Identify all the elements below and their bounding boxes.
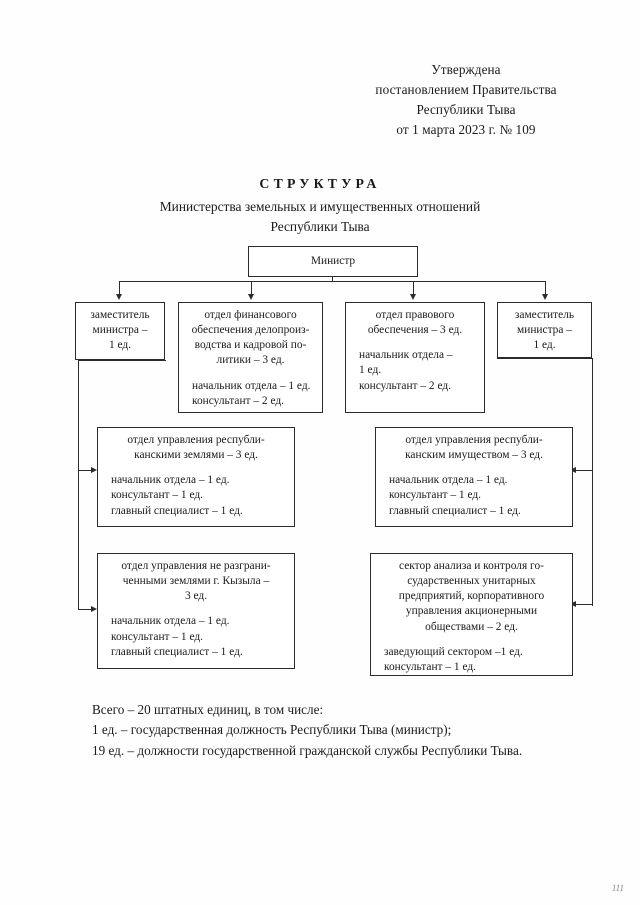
legal-head-2: обеспечения – 3 ед. <box>367 324 463 337</box>
arrow-down-icon <box>115 294 122 300</box>
arrow-right-icon <box>91 466 97 473</box>
connector-drop-legal <box>413 281 415 295</box>
lands-role-3: главный специалист – 1 ед. <box>111 504 243 517</box>
legal-role-3: консультант – 2 ед. <box>359 379 452 392</box>
node-legal-department: отдел правового обеспечения – 3 ед. нача… <box>345 302 485 413</box>
connector-left-foot <box>78 360 166 362</box>
kyzyl-role-2: консультант – 1 ед. <box>111 630 204 643</box>
sector-head-2: сударственных унитарных <box>407 575 536 588</box>
title-sub-line-2: Республики Тыва <box>270 219 370 235</box>
connector-left-rail <box>78 360 80 610</box>
deputy-left-line-3: 1 ед. <box>108 339 132 352</box>
spacer <box>380 463 568 473</box>
node-republic-lands-department: отдел управления республи- канскими земл… <box>97 427 295 527</box>
legal-role-2: 1 ед. <box>359 364 382 377</box>
deputy-left-line-2: министра – <box>92 324 148 337</box>
property-head-2: канским имуществом – 3 ед. <box>405 449 543 462</box>
title-sub-line-1: Министерства земельных и имущественных о… <box>159 199 481 214</box>
node-republic-property-department: отдел управления республи- канским имуще… <box>375 427 573 527</box>
connector-bus-top <box>119 281 546 283</box>
arrow-down-icon <box>247 294 254 300</box>
node-minister-label: Министр <box>310 255 356 268</box>
sector-head-5: обществами – 2 ед. <box>425 620 518 633</box>
connector-drop-deputy-left <box>119 281 121 295</box>
node-deputy-minister-left: заместитель министра – 1 ед. <box>75 302 165 360</box>
kyzyl-role-1: начальник отдела – 1 ед. <box>111 615 230 628</box>
connector-left-to-lands <box>78 470 92 472</box>
arrow-down-icon <box>541 294 548 300</box>
property-role-1: начальник отдела – 1 ед. <box>389 474 508 487</box>
legal-head-1: отдел правового <box>375 309 455 321</box>
approval-line-4: от 1 марта 2023 г. № 109 <box>396 122 536 138</box>
deputy-right-line-2: министра – <box>517 324 572 337</box>
sector-head-4: управления акционерными <box>405 605 538 618</box>
finance-role-2: консультант – 2 ед. <box>192 394 285 407</box>
kyzyl-role-3: главный специалист – 1 ед. <box>111 645 243 658</box>
approval-line-1: Утверждена <box>431 62 501 77</box>
legal-role-1: начальник отдела – <box>359 349 453 362</box>
connector-right-rail <box>592 358 594 606</box>
spacer <box>183 369 318 379</box>
node-minister: Министр <box>248 246 418 277</box>
connector-minister-stem <box>332 277 334 282</box>
property-role-2: консультант – 1 ед. <box>389 489 482 502</box>
deputy-right-line-1: заместитель <box>514 309 575 321</box>
spacer <box>102 463 290 473</box>
spacer <box>350 338 480 348</box>
deputy-right-line-3: 1 ед. <box>533 339 556 352</box>
property-head-1: отдел управления республи- <box>405 434 543 446</box>
page-number-mark: 111 <box>611 883 624 893</box>
summary-line-1: Всего – 20 штатных единиц, в том числе: <box>92 702 324 717</box>
title-main: СТРУКТУРА <box>259 176 381 191</box>
finance-head-3: водства и кадровой по- <box>194 339 307 352</box>
lands-role-2: консультант – 1 ед. <box>111 489 204 502</box>
finance-role-1: начальник отдела – 1 ед. <box>192 379 311 392</box>
summary-line-2: 1 ед. – государственная должность Респуб… <box>92 722 452 738</box>
connector-drop-finance <box>251 281 253 295</box>
node-undelimited-lands-department: отдел управления не разграни- ченными зе… <box>97 553 295 669</box>
approval-line-3: Республики Тыва <box>416 102 516 118</box>
sector-role-1: заведующий сектором –1 ед. <box>384 645 523 658</box>
finance-head-4: литики – 3 ед. <box>216 354 285 367</box>
arrow-left-icon <box>570 466 576 473</box>
page-title: СТРУКТУРА Министерства земельных и имуще… <box>0 176 640 237</box>
lands-role-1: начальник отдела – 1 ед. <box>111 474 230 487</box>
arrow-down-icon <box>409 294 416 300</box>
connector-right-to-sector <box>576 604 593 606</box>
node-finance-department: отдел финансового обеспечения делопроиз-… <box>178 302 323 413</box>
spacer <box>102 604 290 614</box>
sector-head-1: сектор анализа и контроля го- <box>399 560 544 572</box>
approval-line-2: постановлением Правительства <box>375 82 557 98</box>
staff-summary: Всего – 20 штатных единиц, в том числе: … <box>92 700 592 761</box>
sector-head-3: предприятий, корпоративного <box>398 590 545 603</box>
spacer <box>375 635 568 645</box>
approval-header: Утверждена постановлением Правительства … <box>336 60 596 140</box>
kyzyl-head-1: отдел управления не разграни- <box>121 560 271 572</box>
connector-drop-deputy-right <box>545 281 547 295</box>
sector-role-2: консультант – 1 ед. <box>384 660 477 673</box>
node-deputy-minister-right: заместитель министра – 1 ед. <box>497 302 592 358</box>
finance-head-1: отдел финансового <box>204 309 297 321</box>
kyzyl-head-2: ченными землями г. Кызыла – <box>122 575 270 588</box>
deputy-left-line-1: заместитель <box>90 309 150 321</box>
arrow-right-icon <box>91 605 97 612</box>
lands-head-1: отдел управления республи- <box>127 434 265 446</box>
finance-head-2: обеспечения делопроиз- <box>191 324 310 337</box>
node-analysis-sector: сектор анализа и контроля го- сударствен… <box>370 553 573 676</box>
connector-left-to-kyzyl <box>78 609 92 611</box>
property-role-3: главный специалист – 1 ед. <box>389 504 521 517</box>
connector-right-to-property <box>576 470 593 472</box>
lands-head-2: канскими землями – 3 ед. <box>134 449 258 462</box>
connector-right-foot <box>497 358 593 360</box>
summary-line-3: 19 ед. – должности государственной гражд… <box>92 742 523 758</box>
kyzyl-head-3: 3 ед. <box>184 590 208 603</box>
arrow-left-icon <box>570 600 576 607</box>
